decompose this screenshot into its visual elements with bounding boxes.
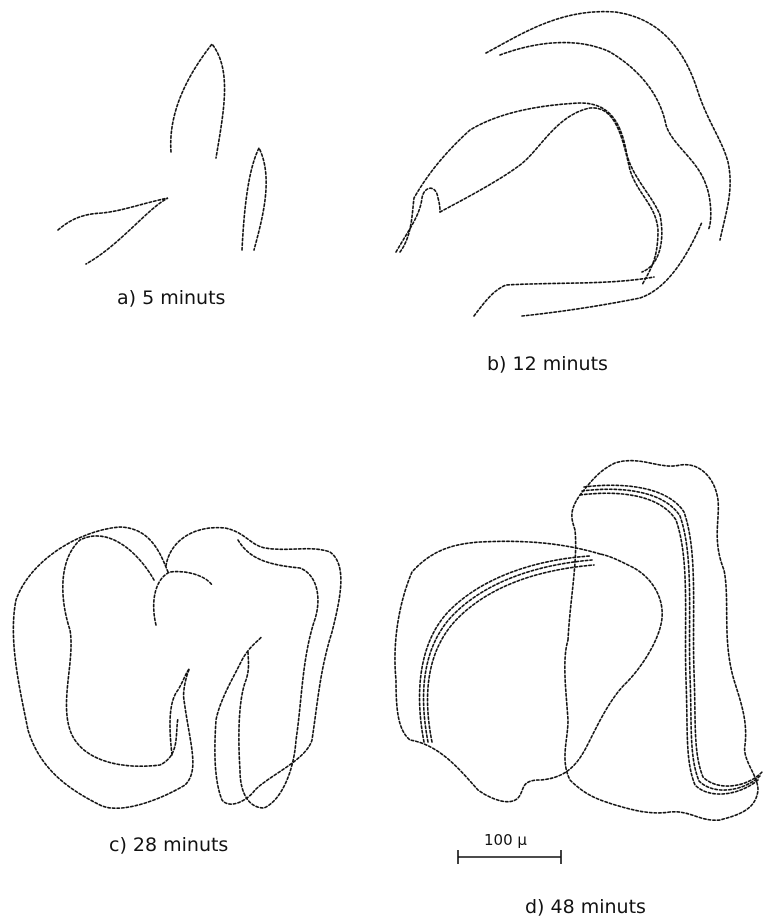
panel-d-arc-middle [424, 560, 592, 742]
panel-b-caption: b) 12 minuts [487, 353, 608, 375]
scale-bar-label: 100 μ [484, 831, 527, 849]
panel-c: c) 28 minuts [13, 527, 341, 856]
panel-b-outline-lower-right [522, 222, 702, 316]
panel-a-outline-upper [171, 44, 225, 158]
panel-c-outline-inner-left [63, 536, 178, 766]
panel-d-band-line-2 [582, 489, 760, 790]
panel-c-outline-outer [13, 527, 193, 808]
panel-a-outline-left [58, 198, 168, 264]
panel-a: a) 5 minuts [58, 44, 266, 309]
panel-d-outline-left [395, 541, 662, 801]
panel-b-outline-main [400, 103, 662, 272]
panel-b-outline-inner-arc [440, 108, 658, 285]
panel-d-band-line-1 [580, 493, 758, 794]
panel-c-outline-middle [154, 572, 212, 625]
panel-b-outline-hook [396, 188, 440, 252]
panel-c-outline-right-inner [238, 540, 318, 808]
panel-c-caption: c) 28 minuts [109, 834, 228, 856]
panel-d-outline-right-outer [565, 461, 758, 821]
panel-d-arc-inner [428, 565, 594, 742]
panel-d-arc-outer [420, 556, 590, 742]
panel-c-outline-lower-left [170, 668, 190, 755]
panel-b-outline-outer-top [486, 12, 730, 240]
panel-d-band-line-3 [584, 485, 762, 786]
scale-bar: 100 μ [458, 831, 561, 864]
panel-b: b) 12 minuts [396, 12, 730, 375]
panel-d: d) 48 minuts [395, 461, 762, 918]
panel-b-outline-arc-inner [500, 43, 711, 230]
panel-a-caption: a) 5 minuts [117, 287, 225, 309]
panel-a-outline-right [242, 148, 266, 250]
panel-d-caption: d) 48 minuts [525, 896, 646, 918]
